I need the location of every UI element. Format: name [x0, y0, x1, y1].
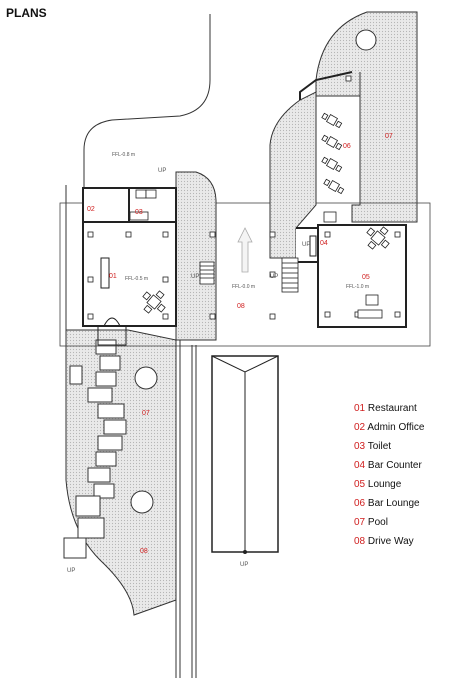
page-title: PLANS: [6, 6, 47, 20]
restaurant-counter: [100, 257, 110, 289]
stepping-stones: [63, 339, 127, 559]
access-road: [175, 340, 197, 678]
roof-outline: [59, 202, 431, 347]
level-top-label: FFL-0.8 m: [112, 152, 135, 158]
columns: [87, 75, 401, 320]
up-label-1: UP: [158, 168, 166, 174]
legend: 01 Restaurant 02 Admin Office 03 Toilet …: [354, 399, 424, 551]
up-label-3: UP: [270, 274, 278, 280]
bar-lounge-wall: [299, 71, 353, 100]
up-label-6: UP: [67, 568, 75, 574]
room-06-label: 06: [343, 143, 351, 150]
pool-left-circle-2: [130, 490, 154, 514]
legend-item: 01 Restaurant: [354, 403, 417, 414]
room-01-label: 01: [109, 273, 117, 280]
legend-item: 05 Lounge: [354, 479, 402, 490]
corridor-left: [175, 171, 217, 341]
up-label-5: UP: [240, 562, 248, 568]
legend-item: 03 Toilet: [354, 441, 392, 452]
legend-item: 06 Bar Lounge: [354, 498, 420, 509]
room-02-label: 02: [87, 206, 95, 213]
up-label-4: UP: [302, 242, 310, 248]
room-08-left-label: 08: [140, 548, 148, 555]
level-drive-label: FFL-0.0 m: [232, 284, 255, 290]
furniture: [142, 112, 390, 319]
legend-item: 04 Bar Counter: [354, 460, 422, 471]
up-label-2: UP: [191, 274, 199, 280]
legend-item: 02 Admin Office: [354, 422, 425, 433]
legend-item: 07 Pool: [354, 517, 388, 528]
room-07-left-label: 07: [142, 410, 150, 417]
restaurant-entry: [97, 326, 127, 346]
room-04-label: 04: [320, 240, 328, 247]
pool-left-circle-1: [134, 366, 158, 390]
room-03-label: 03: [135, 209, 143, 216]
room-05-label: 05: [362, 274, 370, 281]
stairs-lounge: [281, 257, 299, 293]
stairs-restaurant: [199, 261, 215, 285]
legend-item: 08 Drive Way: [354, 536, 414, 547]
drive-arrow: [237, 227, 253, 273]
admin-office-room: [82, 187, 130, 223]
room-07-right-label: 07: [385, 133, 393, 140]
level-lounge-label: FFL-1.0 m: [346, 284, 369, 290]
site-boundary: [83, 14, 211, 190]
level-restaurant-label: FFL-0.5 m: [125, 276, 148, 282]
room-08-center-label: 08: [237, 303, 245, 310]
pool-right-circle: [355, 29, 377, 51]
